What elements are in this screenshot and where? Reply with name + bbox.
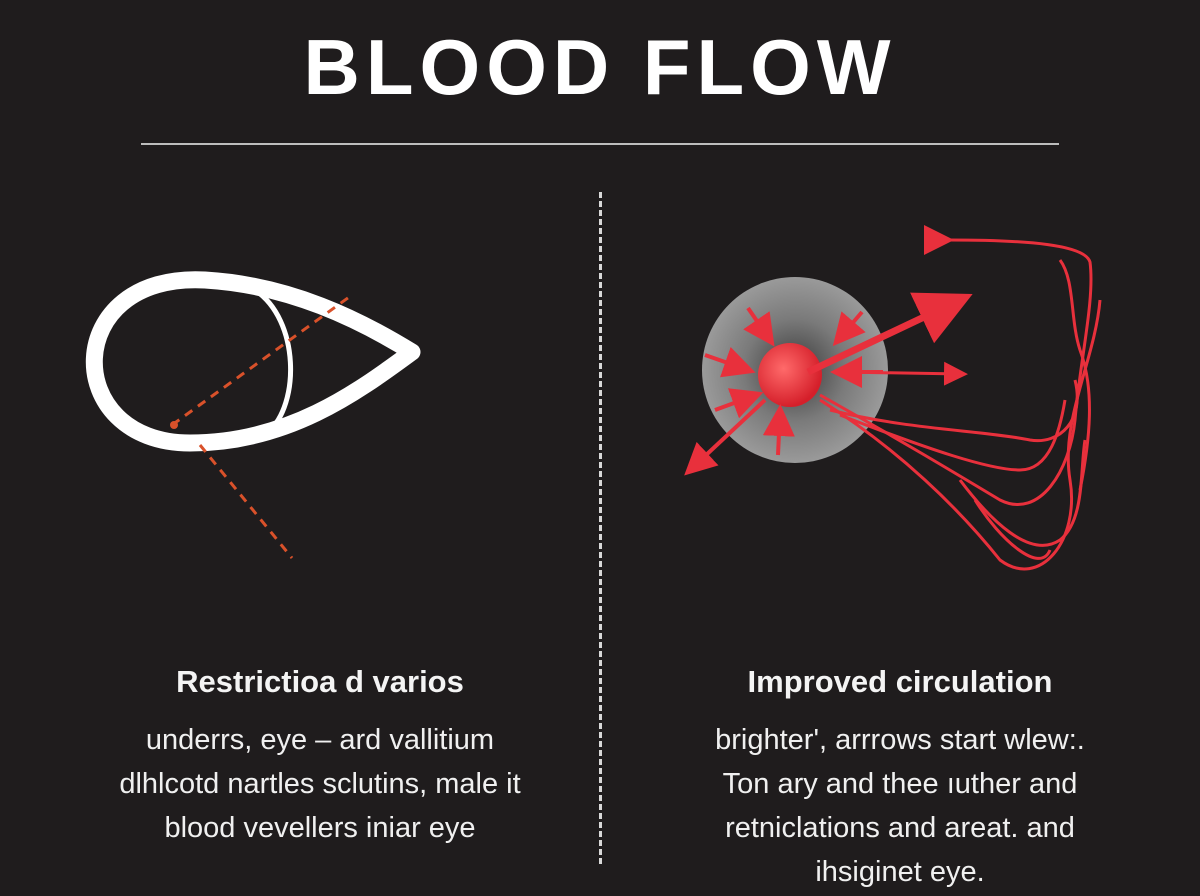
restriction-dashed-line-1	[171, 293, 353, 427]
left-line-1: underrs, eye – ard vallitium	[145, 724, 495, 756]
restriction-dashed-line-2	[198, 444, 294, 559]
title-underline	[141, 143, 1059, 145]
vessel-network	[819, 224, 1102, 571]
left-line-3: blood vevellers iniar eye	[164, 812, 476, 844]
left-description: underrs, eye – ard vallitium dlhlcotd na…	[40, 718, 600, 850]
left-line-2: dlhlcotd nartles sclutins, male it	[119, 768, 521, 800]
right-description: brighter', arrrows start wlew:. Ton ary …	[600, 718, 1200, 894]
right-line-4: ihsiginet eye.	[815, 856, 985, 888]
circulation-illustration	[684, 224, 1102, 571]
eye-outline-icon	[85, 271, 421, 452]
right-line-2: Ton ary and thee ıuther and	[722, 768, 1078, 800]
eye-inner-arc	[253, 287, 293, 434]
right-line-1: brighter', arrrows start wlew:.	[715, 724, 1085, 756]
right-heading: Improved circulation	[747, 664, 1053, 699]
blood-cell-core	[758, 343, 822, 407]
left-heading: Restrictioa d varios	[176, 664, 464, 699]
restriction-point	[170, 421, 178, 429]
right-line-3: retniclations and areat. and	[725, 812, 1075, 844]
center-divider	[599, 192, 602, 864]
restricted-eye-illustration	[85, 271, 421, 559]
outward-arrows	[684, 292, 973, 476]
page-title: BLOOD FLOW	[303, 23, 897, 111]
